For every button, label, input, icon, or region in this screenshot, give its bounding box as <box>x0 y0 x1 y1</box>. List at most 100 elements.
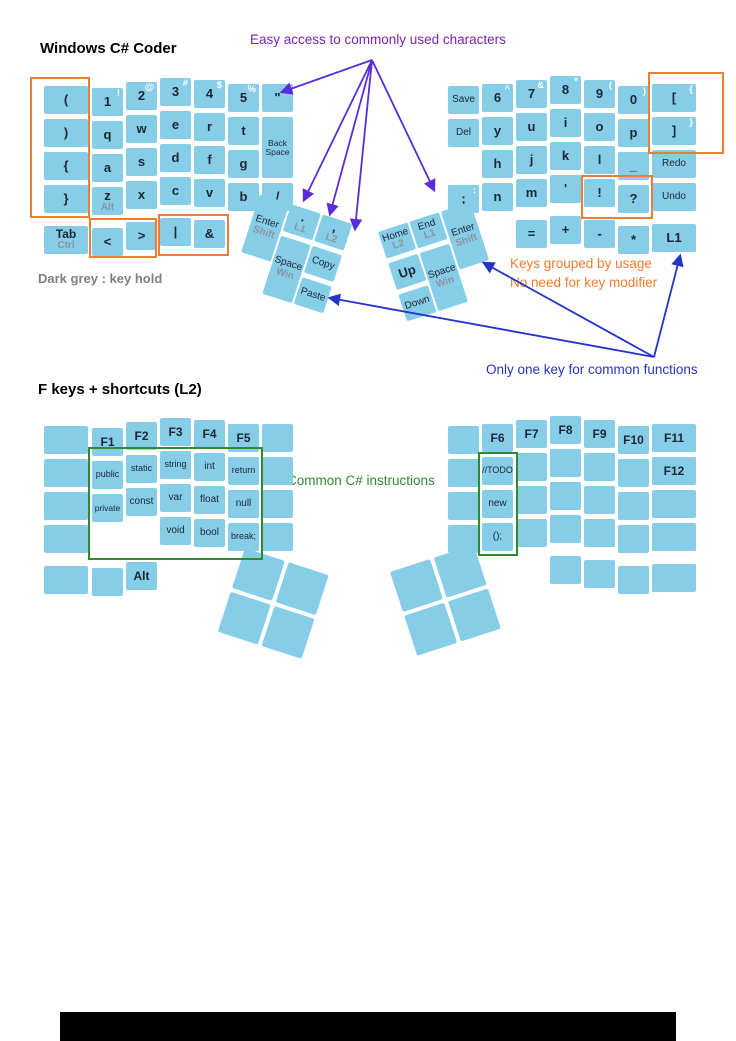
key-blank <box>217 591 271 645</box>
key-call-parens: (); <box>482 523 513 551</box>
key-f11: F11 <box>652 424 696 452</box>
arrow-easy-access-comma-key <box>326 59 373 217</box>
key-blank <box>447 588 501 642</box>
key-int: int <box>194 453 225 481</box>
key-blank <box>275 562 329 616</box>
key-blank <box>390 559 443 612</box>
key-f12: F12 <box>652 457 696 485</box>
key-close-bracket: ]} <box>652 117 696 145</box>
key-blank <box>262 523 293 551</box>
footer-bar <box>60 1012 676 1041</box>
key-blank <box>44 426 88 454</box>
key-blank <box>262 490 293 518</box>
annotation-grouped-usage: Keys grouped by usage No need for key mo… <box>510 254 657 292</box>
key-b: b <box>228 183 259 211</box>
key-blank <box>652 564 696 592</box>
key-s: s <box>126 148 157 176</box>
key-blank <box>44 459 88 487</box>
key-blank <box>550 449 581 477</box>
key-apostrophe: ' <box>550 175 581 203</box>
key-0: 0) <box>618 86 649 114</box>
key-alt: Alt <box>126 562 157 590</box>
highlight-box-angle-bracket-keys <box>89 218 157 258</box>
key-w: w <box>126 115 157 143</box>
key-c: c <box>160 177 191 205</box>
key-u: u <box>516 113 547 141</box>
key-q: q <box>92 121 123 149</box>
key-7: 7& <box>516 80 547 108</box>
highlight-box-exclamation-question-keys <box>581 175 653 219</box>
key-n: n <box>482 183 513 211</box>
key-blank <box>618 459 649 487</box>
key-h: h <box>482 150 513 178</box>
key-6: 6^ <box>482 84 513 112</box>
key-double-quote: " <box>262 84 293 112</box>
annotation-grouped-usage-line1: Keys grouped by usage <box>510 256 652 271</box>
arrow-easy-access-quote-key <box>279 59 373 95</box>
key-g: g <box>228 150 259 178</box>
highlight-box-csharp-keywords-left <box>88 447 263 560</box>
key-2: 2@ <box>126 82 157 110</box>
key-blank <box>550 556 581 584</box>
key-redo: Redo <box>652 150 696 178</box>
arrow-easy-access-right-half <box>371 59 436 193</box>
key-blank <box>92 568 123 596</box>
key-bool: bool <box>194 519 225 547</box>
key-paste: Paste <box>293 277 332 314</box>
key-blank <box>404 602 458 656</box>
key-string: string <box>160 451 191 479</box>
key-static: static <box>126 455 157 483</box>
key-null: null <box>228 490 259 518</box>
annotation-one-key: Only one key for common functions <box>486 362 698 377</box>
key-equals: = <box>516 220 547 248</box>
key-ampersand: & <box>194 220 225 248</box>
key-e: e <box>160 111 191 139</box>
key-pipe: | <box>160 218 191 246</box>
key-l1: L1 <box>652 224 696 252</box>
key-blank <box>262 424 293 452</box>
key-open-bracket: [{ <box>652 84 696 112</box>
key-blank <box>618 492 649 520</box>
key-back-space: Back Space <box>262 117 293 178</box>
key-blank <box>516 453 547 481</box>
key-blank <box>262 457 293 485</box>
page-title: Windows C# Coder <box>40 40 177 57</box>
key-var: var <box>160 484 191 512</box>
highlight-box-csharp-keywords-right <box>478 452 518 556</box>
key-k: k <box>550 142 581 170</box>
key-blank <box>618 566 649 594</box>
key-blank <box>448 426 479 454</box>
key-blank <box>44 525 88 553</box>
key-const: const <box>126 488 157 516</box>
section-title-fkeys-layer: F keys + shortcuts (L2) <box>38 381 202 398</box>
arrow-easy-access-period-key <box>302 59 373 203</box>
key-f: f <box>194 146 225 174</box>
key-blank <box>584 519 615 547</box>
key-blank <box>448 459 479 487</box>
key-f8: F8 <box>550 416 581 444</box>
key-blank <box>44 492 88 520</box>
key-asterisk: * <box>618 226 649 254</box>
key-todo-comment: //TODO <box>482 457 513 485</box>
key-blank <box>618 525 649 553</box>
key-o: o <box>584 113 615 141</box>
key-public: public <box>92 461 123 489</box>
key-f1: F1 <box>92 428 123 456</box>
key-1: 1! <box>92 88 123 116</box>
key-float: float <box>194 486 225 514</box>
key-blank <box>550 482 581 510</box>
key-blank <box>584 486 615 514</box>
key-exclamation: ! <box>584 179 615 207</box>
key-y: y <box>482 117 513 145</box>
key-f10: F10 <box>618 426 649 454</box>
key-x: x <box>126 181 157 209</box>
key-a: a <box>92 154 123 182</box>
key-f3: F3 <box>160 418 191 446</box>
key-t: t <box>228 117 259 145</box>
key-f4: F4 <box>194 420 225 448</box>
key-question: ? <box>618 185 649 213</box>
highlight-box-square-bracket-keys <box>648 72 724 154</box>
key-i: i <box>550 109 581 137</box>
